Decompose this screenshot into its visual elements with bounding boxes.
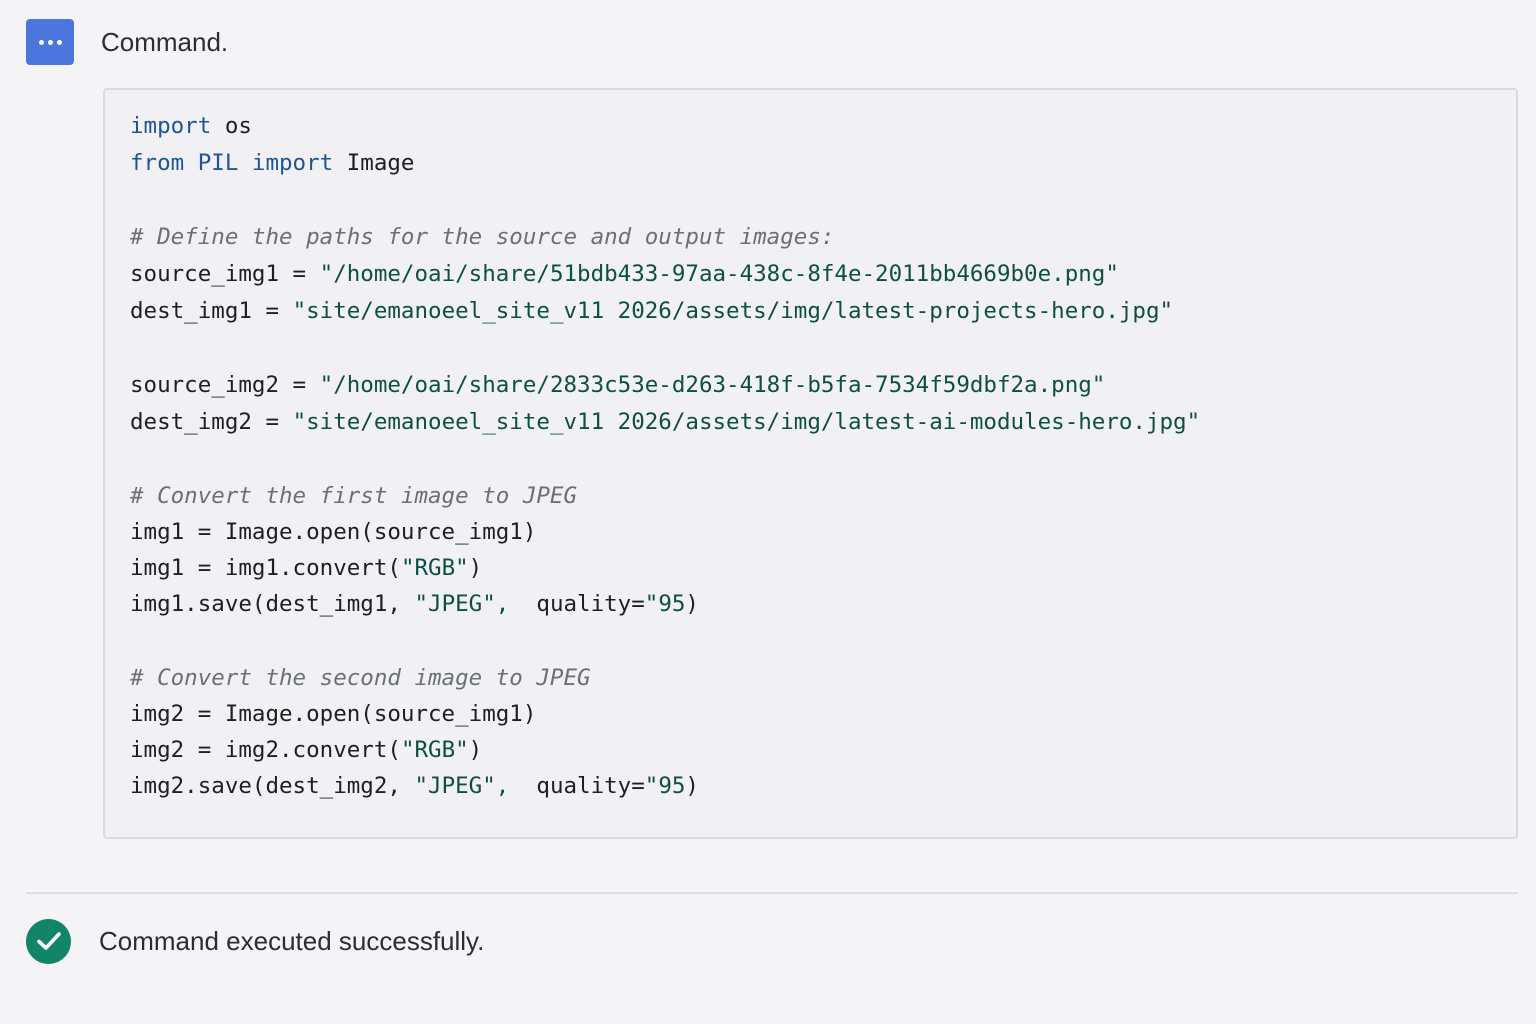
code-token-str: "95 [644,773,686,799]
code-blank-line [130,182,1516,219]
code-token-str: "JPEG", [414,773,510,799]
code-token-plain: img2.save(dest_img2, [130,773,415,799]
code-token-com: # Define the paths for the source and ou… [130,224,835,250]
code-token-plain [238,150,252,176]
code-line: img1 = img1.convert("RGB") [130,551,1516,587]
code-line: from PIL import Image [130,145,1516,182]
code-token-com: # Convert the first image to JPEG [130,483,578,509]
more-dots-icon[interactable] [26,19,74,65]
code-line: # Define the paths for the source and ou… [130,219,1516,256]
code-line: source_img2 = "/home/oai/share/2833c53e-… [130,367,1516,404]
code-token-plain: quality= [509,773,645,799]
code-line: img2.save(dest_img2, "JPEG", quality="95… [130,768,1516,805]
divider [26,892,1518,894]
code-blank-line [130,441,1516,478]
code-blank-line [130,330,1516,367]
code-blank-line [130,623,1516,660]
code-line: source_img1 = "/home/oai/share/51bdb433-… [130,256,1516,293]
code-line: img1.save(dest_img1, "JPEG", quality="95… [130,586,1516,623]
code-line: # Convert the second image to JPEG [130,660,1516,697]
code-token-plain [184,150,198,176]
code-line: dest_img2 = "site/emanoeel_site_v11 2026… [130,404,1516,441]
code-token-plain: quality= [509,591,645,617]
code-token-plain: img1.save(dest_img1, [130,591,415,617]
code-line: img2 = Image.open(source_img1) [130,697,1516,733]
code-token-str: "JPEG", [414,591,510,617]
code-token-kw: from [130,150,185,176]
code-token-str: "/home/oai/share/2833c53e-d263-418f-b5fa… [319,372,1106,398]
code-token-str: "/home/oai/share/51bdb433-97aa-438c-8f4e… [319,261,1119,287]
code-token-plain: Image [333,150,415,176]
dot [47,39,53,45]
dot [38,39,44,45]
code-token-str: "RGB" [400,736,469,763]
code-token-plain: ) [685,591,699,617]
code-token-plain: ) [468,554,483,581]
code-token-kw: import [251,150,334,176]
code-token-plain: img1 = Image.open(source_img1) [130,519,537,545]
code-token-plain: source_img2 = [130,372,320,398]
code-token-str: "site/emanoeel_site_v11 2026/assets/img/… [292,409,1201,435]
code-token-kw: import [130,113,212,139]
code-token-plain: ) [685,773,699,799]
code-line: img2 = img2.convert("RGB") [130,733,1516,769]
code-token-plain: dest_img1 = [130,298,293,324]
code-token-plain: dest_img2 = [130,409,293,435]
code-token-str: "RGB" [400,554,469,581]
code-line: img1 = Image.open(source_img1) [130,515,1516,551]
code-token-plain: ) [468,736,483,763]
code-token-com: # Convert the second image to JPEG [130,665,591,691]
status-message: Command executed successfully. [99,926,485,956]
command-title: Command. [101,27,229,57]
command-header: Command. [26,19,228,65]
code-token-plain: img2 = img2.convert( [130,736,401,763]
code-token-plain: source_img1 = [130,261,320,287]
dot [56,39,62,45]
code-token-str: "site/emanoeel_site_v11 2026/assets/img/… [292,298,1174,324]
code-token-kw: PIL [197,150,239,176]
check-circle-icon [26,918,71,964]
code-token-str: "95 [644,591,686,617]
code-line: # Convert the first image to JPEG [130,478,1516,515]
code-line: import os [130,108,1516,145]
code-token-plain: os [211,113,252,139]
code-line: dest_img1 = "site/emanoeel_site_v11 2026… [130,293,1516,330]
status-row: Command executed successfully. [26,918,484,964]
code-token-plain: img1 = img1.convert( [130,554,401,581]
code-token-plain: img2 = Image.open(source_img1) [130,701,537,727]
